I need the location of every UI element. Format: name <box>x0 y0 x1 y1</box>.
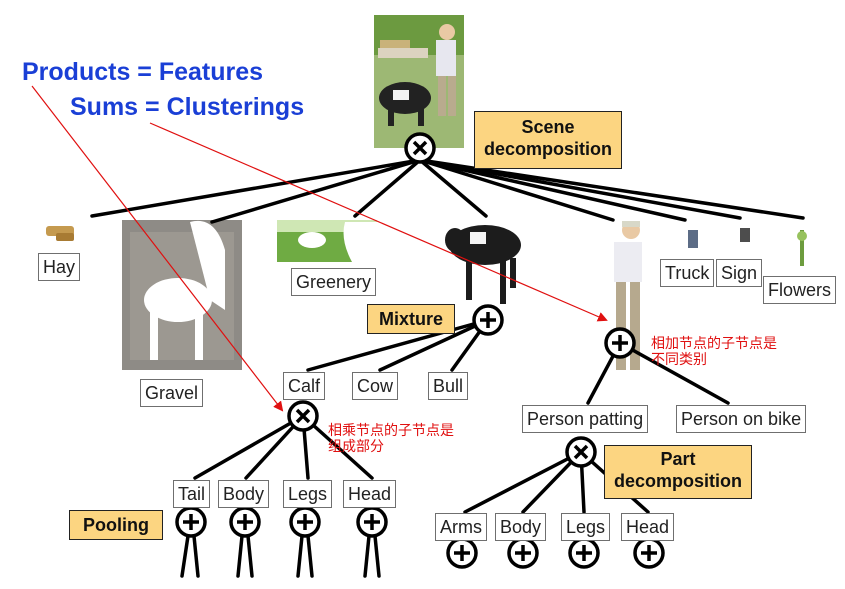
tail-sum-node <box>175 506 207 538</box>
truck-label: Truck <box>660 259 715 287</box>
sum-annotation-line2: 不同类别 <box>651 352 707 368</box>
body-sum-node <box>229 506 261 538</box>
sign-thumbnail <box>740 228 750 242</box>
person-legs-label: Legs <box>561 513 611 541</box>
product-annotation-line1: 相乘节点的子节点是 <box>328 423 454 439</box>
person-arms-label: Arms <box>435 513 487 541</box>
gravel-label: Gravel <box>140 379 204 407</box>
person-body-label: Body <box>495 513 547 541</box>
flowers-thumbnail <box>797 230 807 266</box>
sum-node-annotation: 相加节点的子节点是 不同类别 <box>651 336 777 368</box>
calf-body-label: Body <box>218 480 270 508</box>
person-patting-label: Person patting <box>522 405 649 433</box>
greenery-label: Greenery <box>291 268 377 296</box>
person-on-bike-label: Person on bike <box>676 405 807 433</box>
annotation-arrows <box>31 85 608 412</box>
cow-label: Cow <box>352 372 399 400</box>
person-product-node <box>565 436 597 468</box>
person-legs-sum-node <box>568 537 600 569</box>
hay-label: Hay <box>38 253 81 281</box>
person-head-sum-node <box>633 537 665 569</box>
part-decomposition-tag: Part decomposition <box>604 445 752 499</box>
scene-product-node <box>404 132 436 164</box>
formula-sums: Sums = Clusterings <box>70 93 305 121</box>
mixture-sum-node <box>472 304 504 336</box>
product-annotation-line2: 组成部分 <box>328 439 384 455</box>
bull-label: Bull <box>428 372 469 400</box>
arms-sum-node <box>446 537 478 569</box>
cow-thumbnail <box>445 225 521 304</box>
scene-photo <box>374 15 464 148</box>
person-head-label: Head <box>621 513 675 541</box>
gravel-thumbnail <box>122 220 242 370</box>
pooling-tag: Pooling <box>69 510 163 540</box>
calf-tail-label: Tail <box>173 480 211 508</box>
part-tag-line2: decomposition <box>613 471 742 491</box>
person-thumbnail <box>614 221 642 370</box>
scene-tag-line1: Scene <box>521 117 575 137</box>
flowers-label: Flowers <box>763 276 837 304</box>
product-node-annotation: 相乘节点的子节点是 组成部分 <box>328 423 454 455</box>
tree-edges <box>90 158 805 578</box>
calf-legs-label: Legs <box>283 480 333 508</box>
part-tag-line1: Part <box>660 449 696 469</box>
scene-decomposition-tag: Scene decomposition <box>474 111 622 169</box>
calf-label: Calf <box>283 372 326 400</box>
calf-head-label: Head <box>343 480 397 508</box>
sign-label: Sign <box>716 259 763 287</box>
head-sum-node <box>356 506 388 538</box>
calf-product-node <box>287 400 319 432</box>
person-sum-node <box>604 327 636 359</box>
greenery-thumbnail <box>277 220 378 262</box>
mixture-tag: Mixture <box>367 304 455 334</box>
sum-annotation-line1: 相加节点的子节点是 <box>651 336 777 352</box>
legs-sum-node <box>289 506 321 538</box>
truck-thumbnail <box>688 230 698 248</box>
hay-thumbnail <box>46 226 74 241</box>
scene-tag-line2: decomposition <box>483 139 612 159</box>
formula-products: Products = Features <box>22 58 264 86</box>
person-body-sum-node <box>507 537 539 569</box>
